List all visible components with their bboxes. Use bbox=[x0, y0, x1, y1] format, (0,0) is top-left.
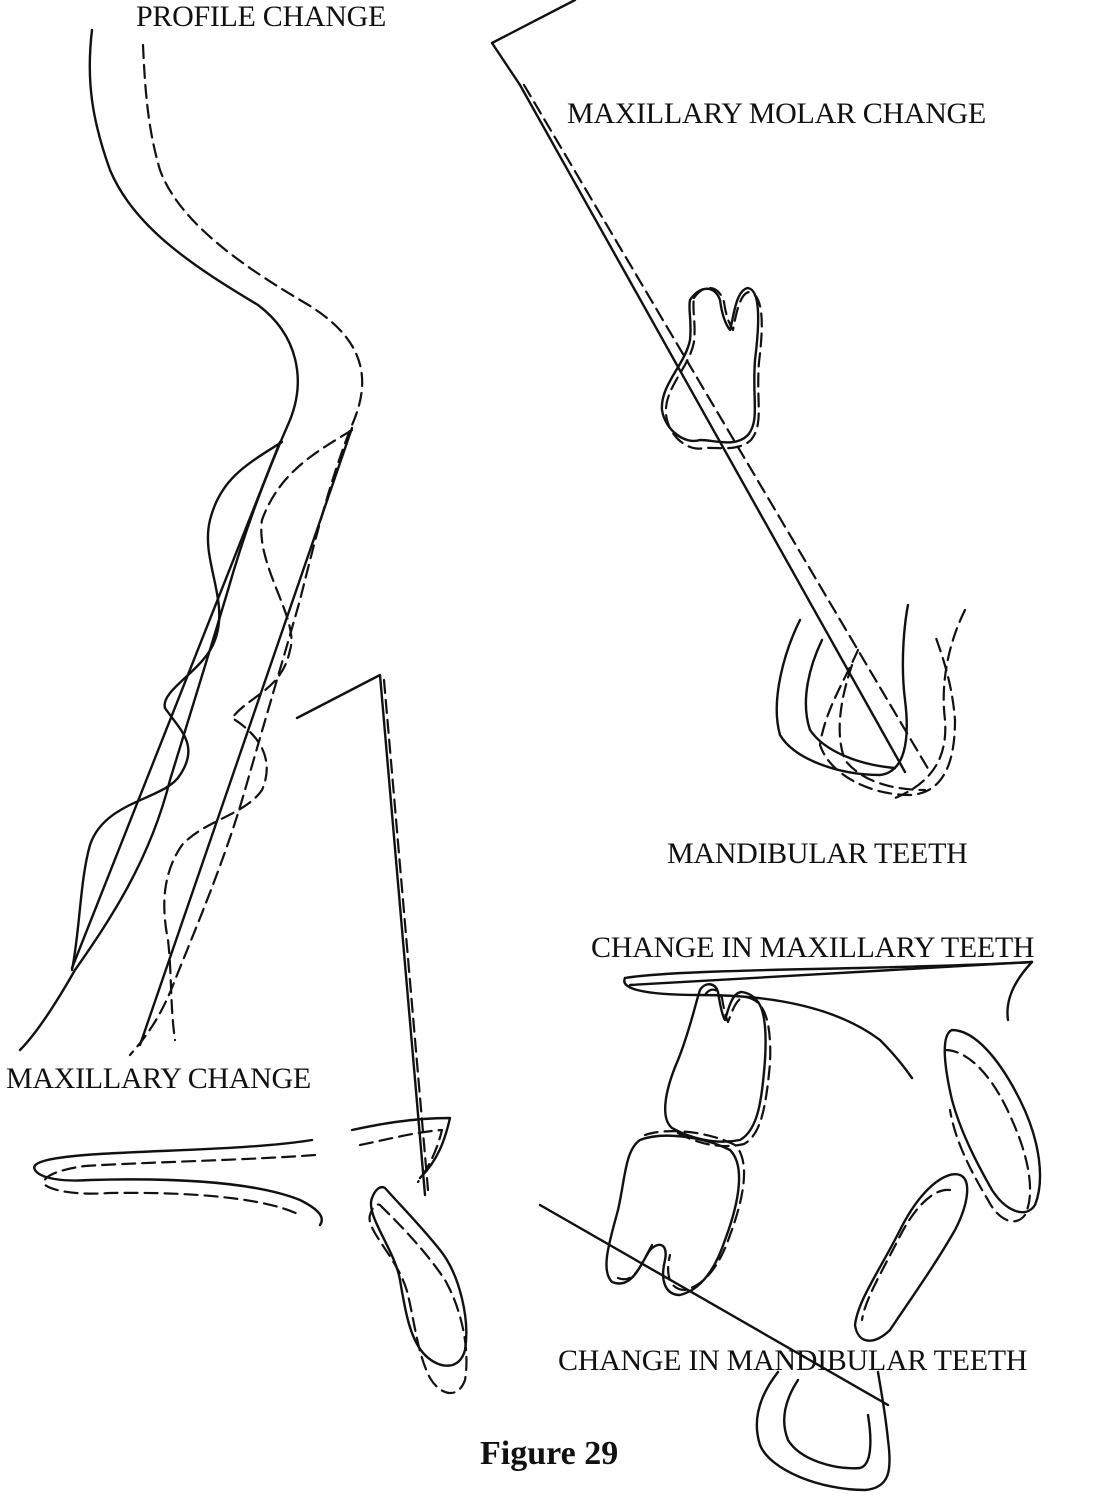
palatal-plane-after bbox=[44, 1155, 315, 1215]
molar-reference-vertex bbox=[492, 0, 575, 85]
profile-change-label: PROFILE CHANGE bbox=[136, 0, 386, 33]
maxillary-incisor-before bbox=[371, 1187, 466, 1366]
maxillary-teeth-panel: CHANGE IN MAXILLARY TEETH bbox=[591, 931, 1040, 1341]
maxillary-palatal-line-before bbox=[625, 962, 1032, 1020]
mandibular-incisor-inner-before bbox=[806, 640, 895, 768]
profile-outline-before bbox=[20, 30, 298, 1050]
change-in-maxillary-teeth-label: CHANGE IN MAXILLARY TEETH bbox=[591, 931, 1034, 964]
maxillary-molar-before bbox=[665, 984, 765, 1141]
maxillary-incisor-right-after bbox=[945, 1050, 1030, 1221]
maxillary-change-label: MAXILLARY CHANGE bbox=[6, 1062, 311, 1095]
maxillary-molar-change-panel: MAXILLARY MOLAR CHANGE bbox=[492, 0, 986, 800]
change-in-mandibular-teeth-label: CHANGE IN MANDIBULAR TEETH bbox=[558, 1344, 1027, 1377]
upper-molar-after bbox=[666, 288, 762, 449]
molar-long-axis-after bbox=[524, 85, 930, 772]
symphysis-inner bbox=[784, 1380, 870, 1468]
molar-long-axis-before bbox=[520, 85, 905, 772]
mandibular-molar-after bbox=[618, 1131, 744, 1290]
palatal-plane-before bbox=[34, 1140, 322, 1225]
maxillary-molar-change-label: MAXILLARY MOLAR CHANGE bbox=[567, 97, 986, 130]
maxillary-incisor-right-before bbox=[945, 1030, 1040, 1212]
mandibular-incisor-right-after bbox=[862, 1190, 950, 1320]
profile-reference-line-after bbox=[140, 428, 352, 1045]
mandibular-incisor-right-before bbox=[855, 1174, 967, 1340]
profile-change-panel: PROFILE CHANGE bbox=[20, 0, 386, 1055]
mandibular-molar-before bbox=[606, 1136, 739, 1295]
figure-caption: Figure 29 bbox=[480, 1435, 618, 1472]
anterior-nasal-spine-after bbox=[360, 1130, 442, 1182]
mandibular-teeth-label: MANDIBULAR TEETH bbox=[667, 837, 967, 870]
maxillary-reference-line-after bbox=[384, 680, 428, 1190]
maxillary-reference-angle bbox=[297, 675, 425, 1195]
profile-reference-line-before bbox=[72, 442, 280, 968]
lip-contour-after bbox=[164, 430, 352, 1040]
mandibular-incisor-inner-after bbox=[840, 665, 925, 790]
maxillary-change-panel: MAXILLARY CHANGE bbox=[6, 675, 466, 1393]
